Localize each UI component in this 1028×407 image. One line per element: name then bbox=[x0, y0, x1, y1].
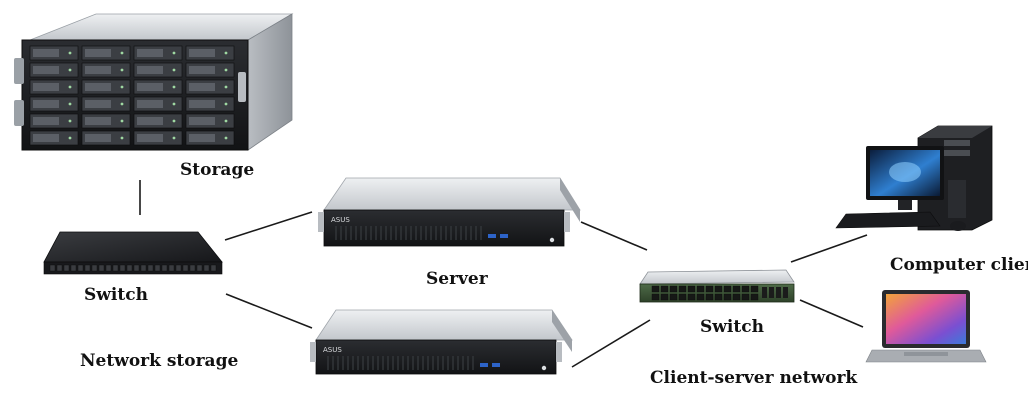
rack-server-icon: ASUS bbox=[310, 309, 573, 375]
storage-array-icon bbox=[14, 13, 294, 151]
label-server: Server bbox=[426, 269, 489, 289]
laptop-icon bbox=[865, 290, 987, 363]
link-switch-right-laptop bbox=[799, 299, 864, 328]
rack-server-icon: ASUS bbox=[318, 177, 581, 247]
label-network-storage: Network storage bbox=[80, 351, 238, 371]
connections bbox=[139, 180, 868, 368]
server-brand-bottom: ASUS bbox=[323, 346, 342, 354]
label-client-server-network: Client-server network bbox=[650, 368, 858, 388]
label-switch-right: Switch bbox=[700, 317, 764, 337]
link-switch-right-desktop bbox=[790, 234, 868, 263]
server-grille-bottom bbox=[327, 356, 474, 370]
link-switch-server-top bbox=[224, 211, 313, 241]
network-switch-icon bbox=[639, 269, 795, 303]
label-switch-left: Switch bbox=[84, 285, 148, 305]
server-brand-top: ASUS bbox=[331, 216, 350, 224]
link-switch-server-bottom bbox=[225, 293, 313, 329]
link-server-bottom-switch-right bbox=[571, 319, 651, 368]
link-server-top-switch-right bbox=[580, 221, 648, 251]
rack-switch-icon bbox=[43, 231, 223, 275]
label-computer-client: Computer client bbox=[890, 255, 1028, 275]
desktop-computer-icon bbox=[835, 125, 993, 231]
server-grille-top bbox=[335, 226, 482, 240]
label-storage: Storage bbox=[180, 160, 254, 180]
